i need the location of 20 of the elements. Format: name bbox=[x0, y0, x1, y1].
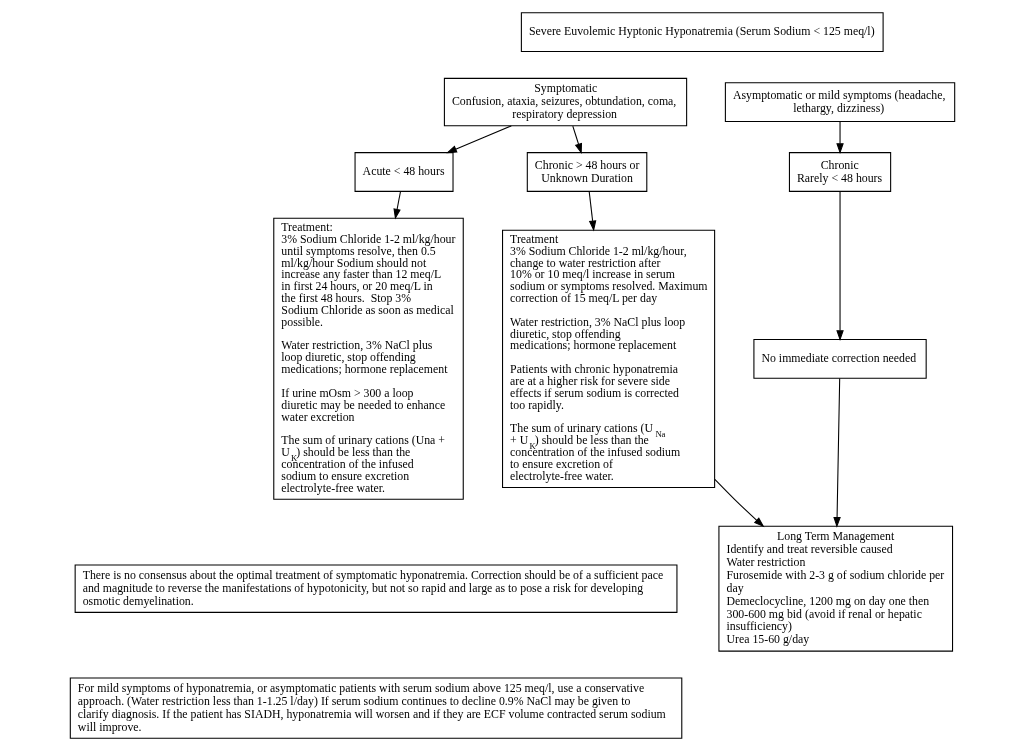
node-box: No immediate correction needed bbox=[752, 338, 927, 379]
node-box: Acute < 48 hours bbox=[354, 152, 454, 192]
arrow bbox=[571, 125, 582, 155]
arrow bbox=[835, 190, 844, 342]
arrow bbox=[713, 478, 764, 528]
node-box: Chronic Rarely < 48 hours bbox=[788, 152, 891, 192]
node-box: Severe Euvolemic Hyptonic Hyponatremia (Serum Sodium < 125 meq/l) bbox=[520, 12, 884, 52]
node-box: Asymptomatic or mild symptoms (headache, lethargy, dizziness) bbox=[724, 82, 955, 122]
node-box: For mild symptoms of hyponatremia, or asymptomatic patients with serum sodium above 125 meq/l, use a conservative approach. (Water restriction less than 1-1.25 l/day) If serum sodium continues to decline 0.9% NaCl may be given to clarify diagnosis. If the patient has SIADH, hyponatremia will worsen and if they are ECF volume contracted serum sodium will improve. bbox=[69, 677, 682, 739]
node-box: There is no consensus about the optimal treatment of symptomatic hyponatremia. Correction should be of a sufficient pace and magnitude to reverse the manifestations of hypotonicity, but not so rapid and large as to pose a risk for developing osmotic demyelination. bbox=[74, 564, 677, 613]
arrow bbox=[832, 378, 841, 528]
node-box: Treatment 3% Sodium Chloride 1-2 ml/kg/hour, change to water restriction after 10% or 10 meq/l increase in serum sodium or symptoms resolved. Maximum correction of 15 meq/L per day Water restriction, 3% NaCl plus loop diuretic, stop offending medications; hormone replacement Patients with chronic hyponatremia are at a higher risk for severe side effects if serum sodium is corrected too rapidly. The sum of urinary cations (U$_{Na}$ + U$_{K}$) should be less than the concentration of the infused sodium to ensure excretion of electrolyte-free water. bbox=[501, 229, 715, 488]
arrow bbox=[392, 190, 401, 220]
arrow bbox=[445, 125, 512, 154]
node-box: Chronic > 48 hours or Unknown Duration bbox=[526, 152, 647, 192]
node-box: Long Term Management Identify and treat reversible caused Water restriction Furosemide with 2-3 g of sodium chloride per day Demeclocycline, 1200 mg on day one then 300-600 mg bid (avoid if renal or hepatic insufficiency) Urea 15-60 g/day bbox=[717, 525, 953, 652]
arrow bbox=[835, 121, 844, 155]
arrow bbox=[588, 190, 596, 232]
node-box: Treatment: 3% Sodium Chloride 1-2 ml/kg/hour until symptoms resolve, then 0.5 ml/kg/hour Sodium should not increase any faster than 12 meq/L in first 24 hours, or 20 meq/L in the first 48 hours. Stop 3% Sodium Chloride as soon as medical possible. Water restriction, 3% NaCl plus loop diuretic, stop offending medications; hormone replacement If urine mOsm > 300 a loop diuretic may be needed to enhance water excretion The sum of urinary cations (Una + U$_{K}$) should be less than the concentration of the infused sodium to ensure excretion electrolyte-free water. bbox=[272, 217, 464, 500]
node-box: Symptomatic Confusion, ataxia, seizures, obtundation, coma, respiratory depression bbox=[443, 77, 687, 127]
